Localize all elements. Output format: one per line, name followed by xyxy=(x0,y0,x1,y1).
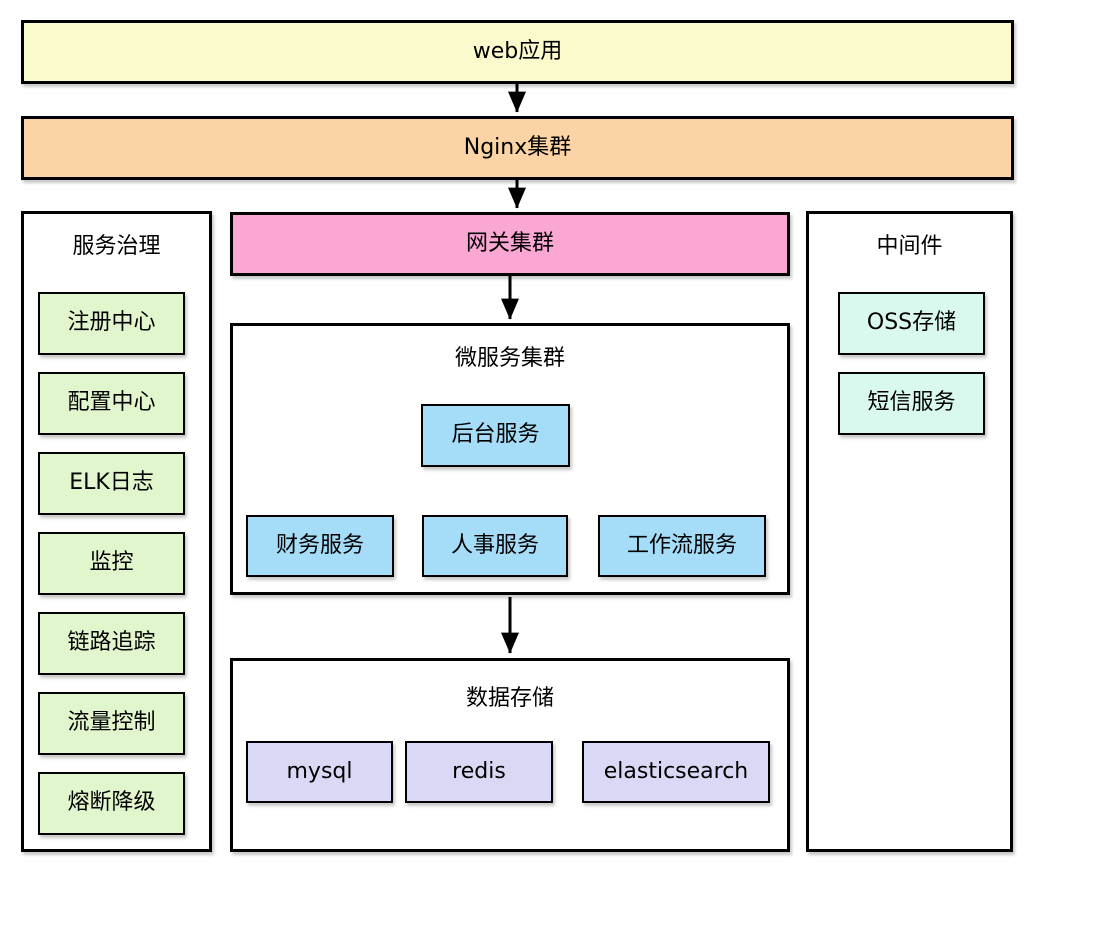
node-monitoring-label: 监控 xyxy=(89,550,134,576)
node-backend-service: 后台服务 xyxy=(421,404,570,467)
node-circuit-breaker: 熔断降级 xyxy=(38,772,185,835)
node-mysql: mysql xyxy=(246,741,393,803)
node-link-tracing-label: 链路追踪 xyxy=(67,630,156,656)
banner-gateway-cluster-label: 网关集群 xyxy=(465,230,554,256)
node-mysql-label: mysql xyxy=(286,758,353,784)
node-workflow-service-label: 工作流服务 xyxy=(626,532,737,558)
node-workflow-service: 工作流服务 xyxy=(598,515,766,577)
panel-middleware-title: 中间件 xyxy=(876,234,943,259)
banner-gateway-cluster: 网关集群 xyxy=(230,212,790,276)
node-monitoring: 监控 xyxy=(38,532,185,595)
node-hr-service: 人事服务 xyxy=(422,515,568,577)
node-elk-logs: ELK日志 xyxy=(38,452,185,515)
node-registry-center: 注册中心 xyxy=(38,292,185,355)
node-backend-service-label: 后台服务 xyxy=(451,422,540,448)
node-circuit-breaker-label: 熔断降级 xyxy=(67,790,156,816)
node-oss-storage-label: OSS存储 xyxy=(866,310,957,336)
banner-nginx-cluster-label: Nginx集群 xyxy=(463,134,572,160)
banner-nginx-cluster: Nginx集群 xyxy=(21,116,1014,180)
node-elasticsearch: elasticsearch xyxy=(582,741,770,803)
node-oss-storage: OSS存储 xyxy=(838,292,985,355)
node-sms-service: 短信服务 xyxy=(838,372,985,435)
node-elk-logs-label: ELK日志 xyxy=(69,470,154,496)
node-elasticsearch-label: elasticsearch xyxy=(603,758,749,784)
banner-web-app-label: web应用 xyxy=(472,38,563,64)
panel-data-storage-title: 数据存储 xyxy=(465,686,554,711)
node-hr-service-label: 人事服务 xyxy=(450,532,539,558)
node-flow-control: 流量控制 xyxy=(38,692,185,755)
node-sms-service-label: 短信服务 xyxy=(867,390,956,416)
panel-service-governance-title: 服务治理 xyxy=(72,234,161,259)
node-redis: redis xyxy=(405,741,553,803)
panel-microservice-cluster-title: 微服务集群 xyxy=(454,346,565,371)
node-registry-center-label: 注册中心 xyxy=(67,310,156,336)
node-config-center: 配置中心 xyxy=(38,372,185,435)
node-finance-service-label: 财务服务 xyxy=(275,532,364,558)
node-finance-service: 财务服务 xyxy=(246,515,394,577)
node-flow-control-label: 流量控制 xyxy=(67,710,156,736)
node-link-tracing: 链路追踪 xyxy=(38,612,185,675)
node-config-center-label: 配置中心 xyxy=(67,390,156,416)
banner-web-app: web应用 xyxy=(21,20,1014,84)
node-redis-label: redis xyxy=(452,758,506,784)
